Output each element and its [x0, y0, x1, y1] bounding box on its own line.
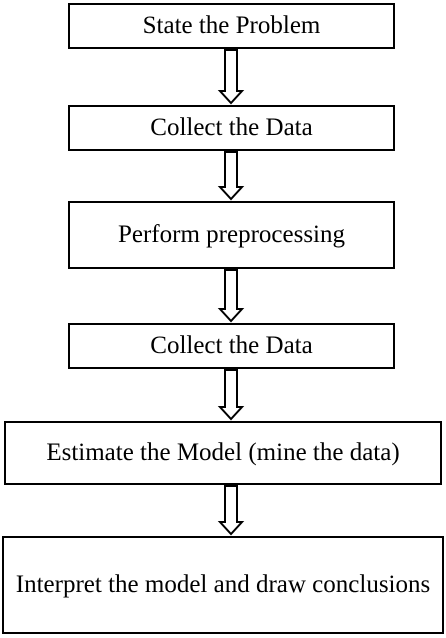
step-interpret-model: Interpret the model and draw conclusions: [2, 536, 444, 634]
step-collect-data: Collect the Data: [68, 105, 395, 151]
down-arrow-icon: [217, 151, 245, 201]
step-estimate-model: Estimate the Model (mine the data): [4, 421, 442, 485]
arrow-outline: [217, 485, 245, 536]
down-arrow-icon: [217, 269, 245, 323]
arrow-outline: [217, 269, 245, 323]
step-label: Perform preprocessing: [117, 221, 345, 249]
arrow-outline: [217, 151, 245, 201]
step-label: Interpret the model and draw conclusions: [15, 571, 431, 599]
step-collect-data-second: Collect the Data: [68, 323, 395, 369]
down-arrow-icon: [217, 369, 245, 421]
step-label: Collect the Data: [150, 332, 313, 360]
step-label: Collect the Data: [150, 114, 313, 142]
down-arrow-icon: [217, 49, 245, 105]
step-label: State the Problem: [142, 12, 321, 40]
down-arrow-icon: [217, 485, 245, 536]
step-perform-preprocessing: Perform preprocessing: [68, 201, 395, 269]
arrow-outline: [217, 49, 245, 105]
step-state-problem: State the Problem: [68, 3, 395, 49]
arrow-outline: [217, 369, 245, 421]
step-label: Estimate the Model (mine the data): [46, 439, 400, 467]
